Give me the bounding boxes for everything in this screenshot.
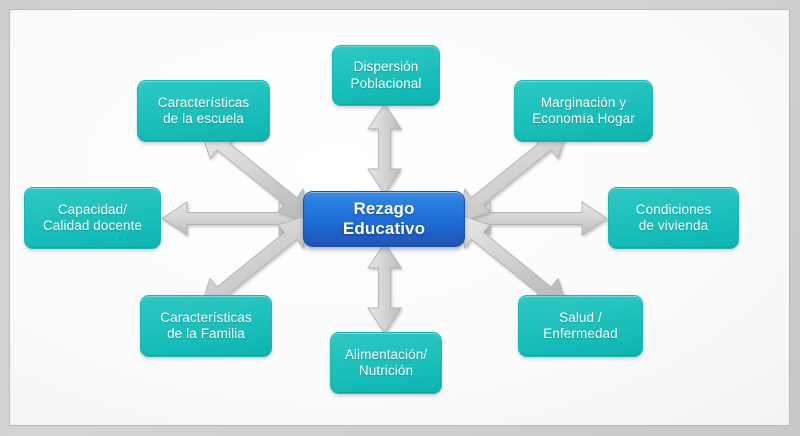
connector-hub-to-marginacion-economia-hogar — [456, 133, 567, 224]
node-caracteristicas-escuela[interactable]: Características de la escuela — [137, 80, 270, 142]
node-marginacion-economia-hogar[interactable]: Marginación y Economía Hogar — [514, 80, 653, 142]
node-alimentacion-nutricion[interactable]: Alimentación/ Nutrición — [330, 332, 442, 394]
node-label: Alimentación/ Nutrición — [344, 346, 428, 378]
hub-label: Rezago Educativo — [342, 198, 426, 238]
node-caracteristicas-familia[interactable]: Características de la Familia — [140, 295, 272, 357]
node-label: Condiciones de vivienda — [635, 201, 712, 233]
node-label: Características de la Familia — [160, 309, 252, 341]
connector-hub-to-dispersion-poblacional — [367, 103, 402, 195]
connector-hub-to-caracteristicas-escuela — [201, 133, 312, 224]
node-rezago-educativo-hub[interactable]: Rezago Educativo — [303, 191, 465, 247]
node-label: Capacidad/ Calidad docente — [42, 201, 143, 233]
connector-hub-to-caracteristicas-familia — [201, 213, 312, 304]
node-label: Dispersión Poblacional — [350, 59, 422, 91]
node-label: Características de la escuela — [157, 94, 250, 126]
connector-hub-to-salud-enfermedad — [456, 213, 567, 304]
node-salud-enfermedad[interactable]: Salud / Enfermedad — [518, 295, 643, 357]
node-condiciones-vivienda[interactable]: Condiciones de vivienda — [608, 187, 739, 249]
node-label: Salud / Enfermedad — [543, 309, 618, 341]
diagram-canvas: Dispersión Poblacional Características d… — [9, 9, 790, 426]
connector-layer — [161, 103, 608, 334]
node-capacidad-calidad-docente[interactable]: Capacidad/ Calidad docente — [24, 187, 161, 249]
node-dispersion-poblacional[interactable]: Dispersión Poblacional — [332, 45, 440, 106]
node-label: Marginación y Economía Hogar — [532, 94, 635, 126]
connector-hub-to-condiciones-vivienda — [464, 201, 608, 236]
connector-hub-to-alimentacion-nutricion — [367, 242, 402, 334]
